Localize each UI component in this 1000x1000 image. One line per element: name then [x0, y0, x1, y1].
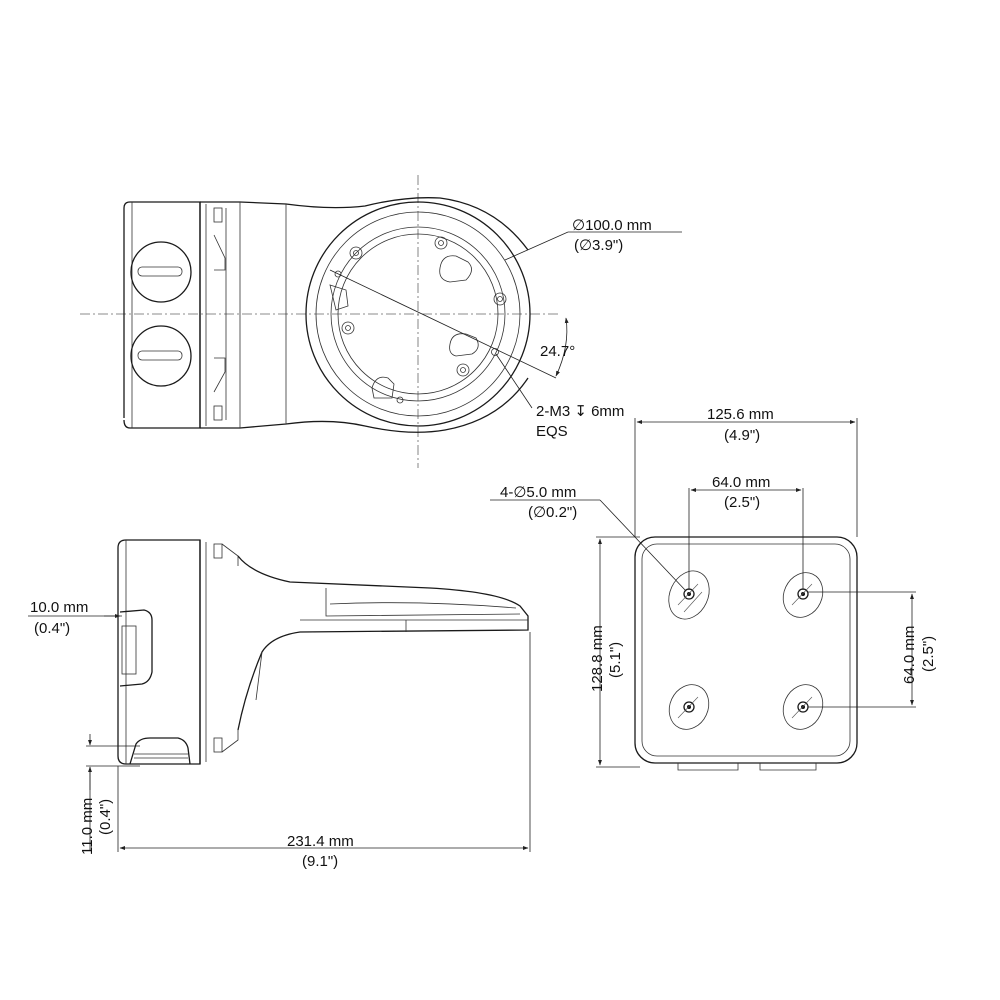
hole-label-inch: (∅0.2")	[528, 504, 577, 521]
hole-leader	[599, 499, 687, 592]
mount-arm-side	[237, 555, 529, 731]
length-label-inch: (9.1")	[302, 853, 338, 870]
height-label: 128.8 mm	[589, 625, 606, 692]
height-label-inch: (5.1")	[607, 642, 624, 678]
diameter-label-inch: (∅3.9")	[574, 237, 623, 254]
bottom-height-label: 11.0 mm	[79, 798, 96, 855]
junction-box-top	[123, 201, 226, 429]
cable-gland-upper	[130, 241, 192, 303]
diameter-label: ∅100.0 mm	[572, 217, 652, 234]
hole-spacing-v-label: 64.0 mm	[901, 626, 918, 684]
side-view: 10.0 mm (0.4") 11.0 mm (0.4") 231.4 mm (…	[28, 539, 531, 870]
hole-label: 4-∅5.0 mm	[500, 484, 576, 501]
length-label: 231.4 mm	[287, 833, 354, 850]
hole-spacing-h-label-inch: (2.5")	[724, 494, 760, 511]
angle-label: 24.7°	[540, 343, 575, 360]
offset-label: 10.0 mm	[30, 599, 88, 616]
screw-leader	[495, 353, 533, 409]
angle-arc	[555, 317, 569, 377]
mount-arm-top	[200, 197, 529, 433]
wall-plate	[634, 536, 858, 771]
screw-label-thread: EQS	[536, 423, 568, 440]
screw-label: 2-M3 ↧ 6mm	[536, 403, 624, 420]
width-label: 125.6 mm	[707, 406, 774, 423]
offset-label-inch: (0.4")	[34, 620, 70, 637]
mount-hole-bottom-left	[668, 684, 710, 730]
hole-spacing-v-label-inch: (2.5")	[920, 636, 937, 672]
width-label-inch: (4.9")	[724, 427, 760, 444]
cable-gland-lower	[130, 325, 192, 387]
diameter-leader	[504, 231, 569, 261]
junction-box-side	[117, 539, 239, 765]
angle-ray	[329, 269, 557, 379]
top-view: ∅100.0 mm (∅3.9") 24.7° 2-M3 ↧ 6mm EQS	[80, 175, 682, 468]
back-view: 125.6 mm (4.9") 4-∅5.0 mm (∅0.2") 64.0 m…	[490, 406, 937, 771]
bottom-height-label-inch: (0.4")	[97, 799, 114, 835]
mount-hole-top-left	[668, 570, 710, 620]
camera-mount-ring	[305, 201, 531, 427]
hole-spacing-h-label: 64.0 mm	[712, 474, 770, 491]
